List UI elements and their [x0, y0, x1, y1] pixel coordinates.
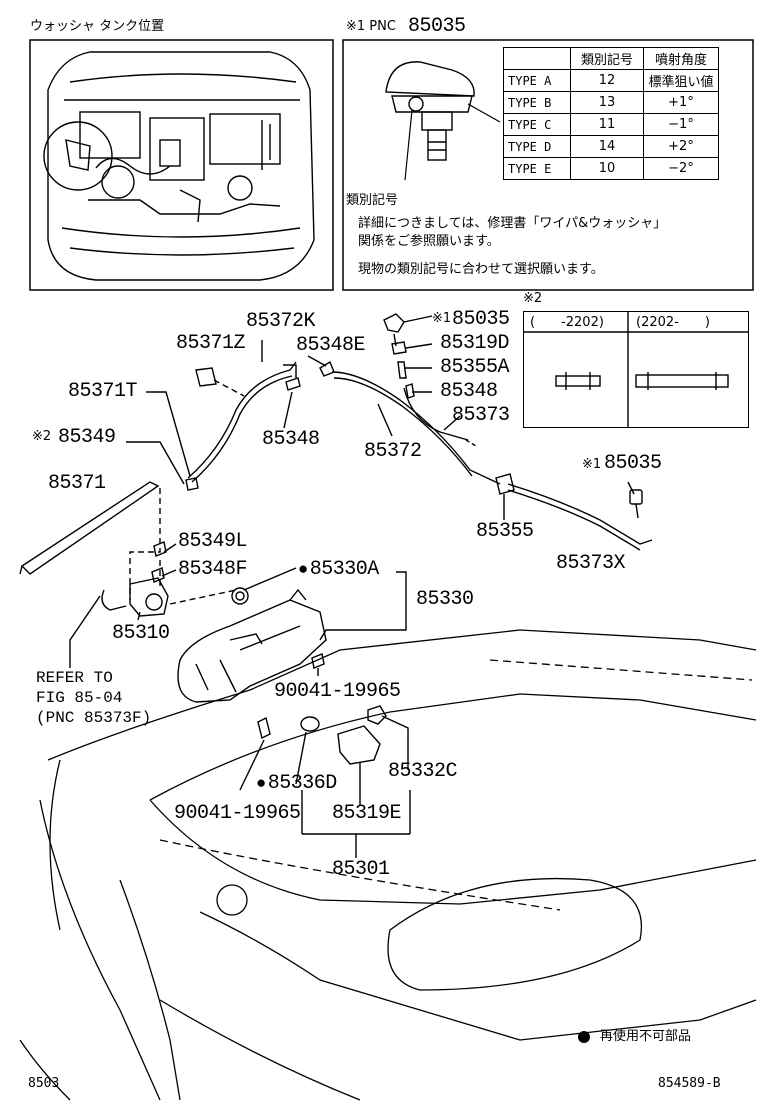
part-label-85301: 85301 — [332, 858, 390, 881]
part-label-85372K: 85372K — [246, 310, 316, 333]
variant-col-1: ( -2202) — [530, 315, 604, 330]
table-header-row: 類別記号 噴射角度 — [503, 47, 719, 70]
part-label-85372: 85372 — [364, 440, 422, 463]
hose-assembly — [19, 313, 653, 858]
table-cell: TYPE B — [503, 91, 571, 114]
table-header-cell: 類別記号 — [570, 47, 644, 70]
part-label-85348E: 85348E — [296, 334, 366, 357]
note-line-2: 関係をご参照願います。 — [358, 234, 500, 249]
part-mark-85035-top: ※1 — [432, 311, 452, 326]
part-label-85348F: 85348F — [178, 558, 248, 581]
table-cell: TYPE C — [503, 113, 571, 136]
refer-line-2: FIG 85-04 — [36, 689, 123, 707]
part-label-85310: 85310 — [112, 622, 170, 645]
table-cell: TYPE E — [503, 157, 571, 180]
part-label-90041-upper: 90041-19965 — [274, 680, 401, 703]
table-cell: 14 — [570, 135, 644, 158]
part-label-85330A: 85330A — [298, 560, 380, 581]
part-label-85336D: 85336D — [256, 774, 338, 795]
nozzle-inset-art — [342, 39, 754, 291]
table-cell: −1° — [643, 113, 719, 136]
part-label-85332C: 85332C — [388, 760, 458, 783]
note-line-1: 詳細につきましては、修理書「ワイパ&ウォッシャ」 — [358, 216, 667, 231]
table-cell: 標準狙い値 — [643, 69, 719, 92]
note-line-3: 現物の類別記号に合わせて選択願います。 — [358, 262, 604, 277]
table-cell: 11 — [570, 113, 644, 136]
table-header-cell — [503, 47, 571, 70]
refer-line-1: REFER TO — [36, 669, 113, 687]
table-row: TYPE B 13 +1° — [503, 91, 719, 114]
table-cell: TYPE D — [503, 135, 571, 158]
part-label-85348-center: 85348 — [262, 428, 320, 451]
inset-title-pnc: 85035 — [408, 15, 466, 38]
table-row: TYPE E 10 −2° — [503, 157, 719, 180]
part-mark-85349: ※2 — [32, 429, 52, 444]
part-label-85349L: 85349L — [178, 530, 248, 553]
table-cell: 12 — [570, 69, 644, 92]
variant-mark: ※2 — [523, 291, 543, 306]
part-label-85371T: 85371T — [68, 380, 138, 403]
table-cell: 13 — [570, 91, 644, 114]
part-label-85319D: 85319D — [440, 332, 510, 355]
table-cell: +2° — [643, 135, 719, 158]
part-label-85035-mid: 85035 — [604, 452, 662, 475]
legend-dot-icon — [578, 1031, 590, 1043]
part-label-85348-right: 85348 — [440, 380, 498, 403]
table-cell: 10 — [570, 157, 644, 180]
part-label-85330: 85330 — [416, 588, 474, 611]
variant-col-2: (2202- ) — [636, 315, 710, 330]
variant-inset-art — [523, 311, 749, 428]
part-label-85371: 85371 — [48, 472, 106, 495]
footer-illustration-id: 854589-B — [658, 1076, 721, 1091]
table-cell: TYPE A — [503, 69, 571, 92]
part-label-85355: 85355 — [476, 520, 534, 543]
inset-title-prefix: ※1 PNC — [346, 19, 396, 34]
legend-non-reusable: 再使用不可部品 — [600, 1029, 692, 1044]
table-cell: −2° — [643, 157, 719, 180]
variant-table — [523, 311, 749, 428]
part-label-85349: 85349 — [58, 426, 116, 449]
part-label-85035-top: 85035 — [452, 308, 510, 331]
part-label-85373: 85373 — [452, 404, 510, 427]
refer-line-3: (PNC 85373F) — [36, 709, 152, 727]
injection-angle-table: 類別記号 噴射角度 TYPE A 12 標準狙い値 TYPE B 13 +1° … — [503, 47, 719, 180]
table-row: TYPE D 14 +2° — [503, 135, 719, 158]
part-label-85355A: 85355A — [440, 356, 510, 379]
table-cell: +1° — [643, 91, 719, 114]
part-label-90041-lower: 90041-19965 — [174, 802, 301, 825]
table-header-cell: 噴射角度 — [643, 47, 719, 70]
inset-title-tank-location: ウォッシャ タンク位置 — [30, 19, 165, 34]
part-label-85371Z: 85371Z — [176, 332, 246, 355]
footer-figure-number: 8503 — [28, 1076, 60, 1091]
engine-bay-inset-art — [29, 39, 334, 291]
part-mark-85035-mid: ※1 — [582, 457, 602, 472]
vehicle-front-outline — [19, 629, 757, 1101]
part-label-85319E: 85319E — [332, 802, 402, 825]
callout-type-code: 類別記号 — [346, 193, 399, 208]
table-row: TYPE A 12 標準狙い値 — [503, 69, 719, 92]
part-label-85373X: 85373X — [556, 552, 626, 575]
table-row: TYPE C 11 −1° — [503, 113, 719, 136]
